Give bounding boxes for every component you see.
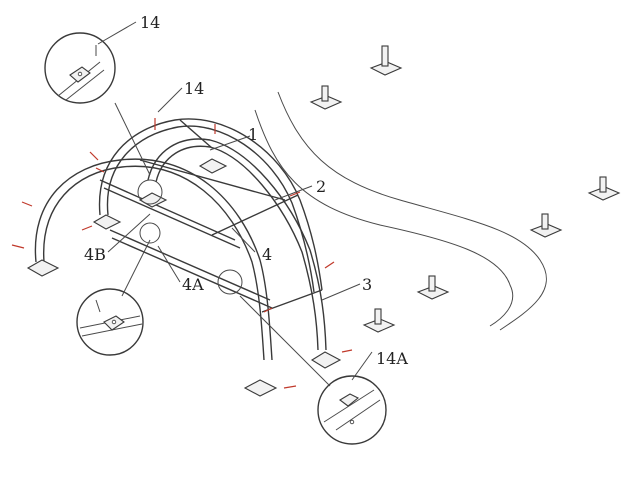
base-plate (309, 85, 343, 110)
label-1: 1 (248, 125, 258, 144)
ground-curve-outer (277, 91, 547, 331)
detail-callout-14 (44, 32, 151, 176)
loose-base-plates (309, 45, 621, 333)
base-plate (587, 176, 621, 201)
base-plate (529, 213, 563, 238)
base-plate (416, 275, 450, 300)
detail-marker-4a (139, 222, 161, 244)
label-14-top: 14 (140, 13, 160, 32)
detail-marker-14a (217, 269, 243, 295)
label-14-mid: 14 (184, 79, 204, 98)
middle-arch (34, 158, 273, 361)
label-4: 4 (262, 245, 272, 264)
cross-bars (99, 119, 323, 313)
frame-plate (243, 379, 278, 397)
leader-lines (97, 21, 373, 381)
label-3: 3 (362, 275, 372, 294)
bolts (11, 118, 353, 389)
detail-marker-14 (137, 179, 163, 205)
label-4a: 4A (182, 275, 204, 294)
back-arch (98, 118, 323, 293)
front-arch (147, 138, 327, 351)
label-2: 2 (316, 177, 326, 196)
label-4b: 4B (84, 245, 106, 264)
ground-curve-inner (254, 109, 513, 327)
label-14a: 14A (376, 349, 408, 368)
frame-plate (26, 259, 60, 277)
frame-plate (198, 158, 228, 174)
detail-callout-14a (239, 295, 387, 445)
base-plate (362, 308, 396, 333)
base-plate (369, 45, 403, 76)
frame-plate (92, 214, 122, 230)
detail-callout-4a (76, 239, 151, 356)
frame-plate (310, 351, 342, 369)
